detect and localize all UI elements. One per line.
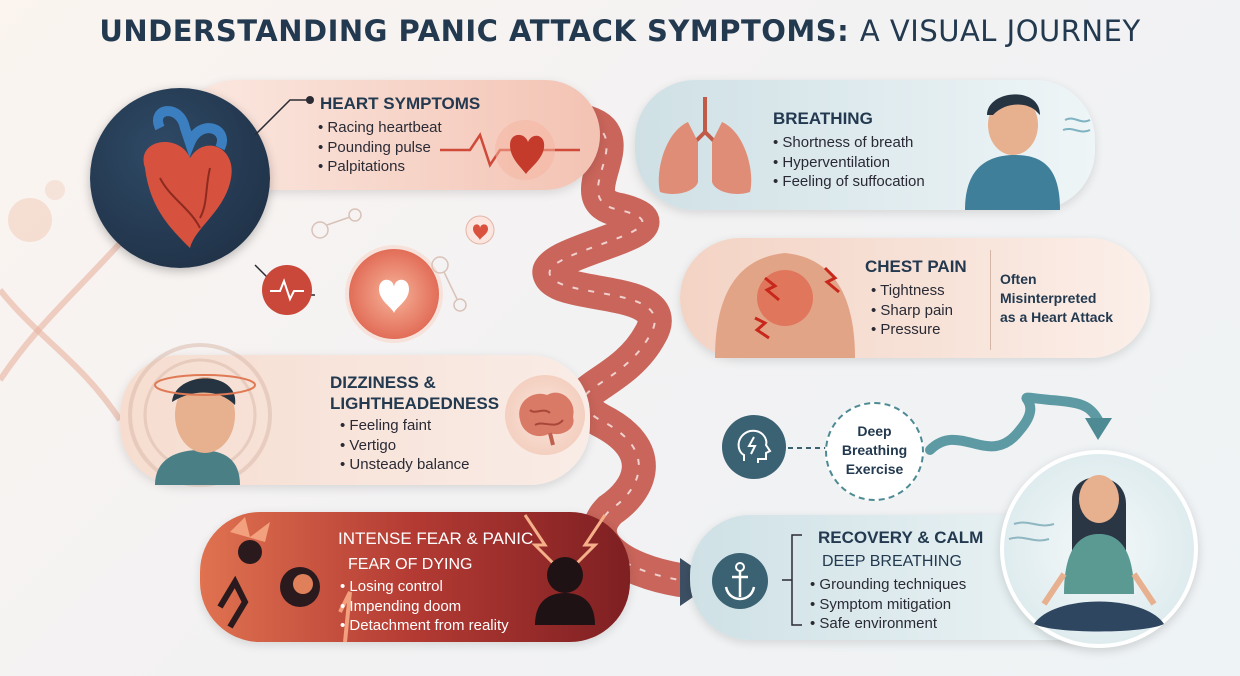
breathing-list: Shortness of breath Hyperventilation Fee…: [773, 133, 925, 192]
lungs-icon: [658, 97, 752, 194]
chest-pain-torso-icon: [715, 253, 855, 358]
bracket-connector: [782, 534, 802, 626]
note-line: as a Heart Attack: [1000, 309, 1114, 325]
anchor-circle: [712, 553, 768, 609]
dashed-connector: [788, 447, 828, 449]
list-item: Impending doom: [340, 597, 509, 617]
list-item: Grounding techniques: [810, 575, 966, 595]
list-item: Losing control: [340, 577, 509, 597]
list-item: Hyperventilation: [773, 153, 925, 173]
fear-subtitle: FEAR OF DYING: [348, 556, 473, 573]
pulse-icon: [270, 278, 304, 302]
dizziness-list: Feeling faint Vertigo Unsteady balance: [340, 416, 470, 475]
heart-illustration: [90, 88, 270, 268]
list-item: Safe environment: [810, 614, 966, 634]
list-item: Feeling of suffocation: [773, 172, 924, 192]
anchor-icon: [724, 562, 756, 601]
note-line: Misinterpreted: [1000, 290, 1097, 306]
recovery-subtitle: DEEP BREATHING: [822, 553, 962, 570]
chest-pain-note: [990, 250, 992, 350]
panicked-person-icon: [523, 514, 607, 625]
list-item: Sharp pain: [871, 301, 953, 321]
label-line: Exercise: [845, 461, 904, 477]
brain-icon: [519, 392, 574, 446]
fear-icons: [217, 517, 352, 643]
breathing-title: BREATHING: [773, 109, 873, 128]
chest-pain-list: Tightness Sharp pain Pressure: [871, 281, 953, 340]
molecule-decoration: [311, 208, 495, 312]
title-line: LIGHTHEADEDNESS: [330, 394, 500, 413]
meditating-woman-icon: [1008, 475, 1164, 632]
list-item: Shortness of breath: [773, 133, 925, 153]
fear-title: INTENSE FEAR & PANIC: [338, 529, 534, 548]
breathless-person-icon: [965, 94, 1091, 210]
exercise-label: Deep Breathing Exercise: [827, 422, 922, 479]
heart-icon: [379, 279, 409, 313]
list-item: Palpitations: [318, 157, 442, 177]
list-item: Pressure: [871, 320, 953, 340]
deep-breathing-exercise[interactable]: Deep Breathing Exercise: [825, 402, 924, 501]
heart-list: Racing heartbeat Pounding pulse Palpitat…: [318, 118, 442, 177]
heart-pulse-circle: [345, 245, 443, 343]
recovery-list: Grounding techniques Symptom mitigation …: [810, 575, 966, 634]
list-item: Symptom mitigation: [810, 595, 966, 615]
label-line: Deep: [857, 423, 892, 439]
note-line: Often: [1000, 271, 1037, 287]
anatomical-heart-icon: [143, 106, 232, 248]
list-item: Detachment from reality: [340, 616, 508, 636]
list-item: Pounding pulse: [318, 138, 442, 158]
dizzy-person-icon: [128, 343, 272, 487]
head-lightning-icon: [737, 429, 772, 463]
title-normal: A VISUAL JOURNEY: [859, 14, 1141, 48]
list-item: Racing heartbeat: [318, 118, 441, 138]
title-bold: UNDERSTANDING PANIC ATTACK SYMPTOMS:: [99, 14, 850, 48]
recovery-title: RECOVERY & CALM: [818, 528, 984, 547]
fear-list: Losing control Impending doom Detachment…: [340, 577, 509, 636]
mind-icon-circle: [722, 415, 786, 479]
page-title: UNDERSTANDING PANIC ATTACK SYMPTOMS: A V…: [0, 14, 1240, 48]
meditation-circle: [1000, 450, 1198, 648]
title-line: DIZZINESS &: [330, 373, 436, 392]
dizziness-title: DIZZINESS & LIGHTHEADEDNESS: [330, 372, 499, 414]
list-item: Feeling faint: [340, 416, 470, 436]
list-item: Unsteady balance: [340, 455, 469, 475]
heartbeat-icon: [440, 120, 580, 180]
list-item: Vertigo: [340, 436, 470, 456]
heart-attack-note: Often Misinterpreted as a Heart Attack: [1000, 270, 1113, 327]
label-line: Breathing: [841, 442, 908, 458]
list-item: Tightness: [871, 281, 953, 301]
chest-pain-title: CHEST PAIN: [865, 257, 967, 276]
brain-circle: [505, 375, 585, 455]
small-pulse-circle: [262, 265, 312, 315]
heart-title: HEART SYMPTOMS: [320, 94, 481, 113]
